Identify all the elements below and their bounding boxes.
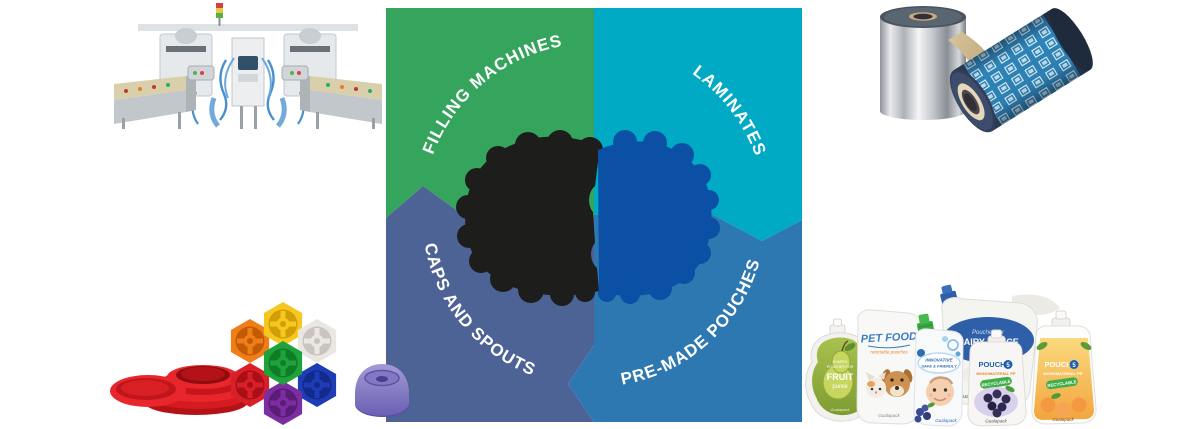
purple-dome-cap [355,364,409,417]
dairy-line1: Pouches for [972,330,1005,336]
berry-badge: RECYCLABLE [981,379,1011,388]
blue-hose [219,59,228,121]
fruit-title: FRUIT [827,372,854,382]
stack-light [218,18,221,26]
hex-cap-green [263,341,303,385]
fruit-line2: POUCHES FOR [827,365,854,369]
logo-right-half [598,130,720,304]
apricot-title: POUCH [1044,360,1071,369]
berry-line1: MONOMATERIAL PP [976,371,1016,376]
product-diagram: FILLING MACHINES LAMINATES CAPS AND SPOU… [386,8,802,422]
caps-and-spouts-photo [110,302,409,425]
laminate-rolls-photo [880,6,1093,133]
berry-title: POUCH [978,360,1005,369]
apricot-line1: MONOMATERIAL PP [1043,371,1083,376]
baby-face [926,376,954,406]
machine-screen [238,56,258,70]
baby-pouch: INNOVATIVE SAFE & FRIENDLY Gualapack [913,313,964,427]
apricot-pouch: POUCH 5 MONOMATERIAL PP RECYCLABLE Guala… [1031,310,1097,425]
apricot-number: 5 [1072,363,1076,369]
apricot-brand: Gualapack [1052,417,1074,422]
hex-cap-cluster [230,302,337,425]
printed-blue-roll [949,8,1093,133]
hex-cap-ivory [297,319,337,363]
fruit-brand: Gualapack [830,407,850,412]
pet-food-pouch: PET FOOD retortable pouches Gualapack [856,309,923,425]
right-conveyor-belt [310,76,382,100]
baby-line2: SAFE & FRIENDLY [921,364,957,369]
filling-machine-photo [114,3,382,129]
petfood-brand: Gualapack [878,413,900,418]
hex-cap-purple [263,381,303,425]
berry-number: 5 [1006,363,1010,369]
logo-left-half [456,130,603,306]
blackberry-pouch: POUCH 5 MONOMATERIAL PP RECYCLABLE Guala… [967,329,1027,427]
pouches-photo: Pouches for DAIRY SAUCE Gualapack POUCH … [805,284,1097,427]
fruit-line1: SHAPED [833,360,848,364]
gualapack-logo-mark [456,130,720,306]
baby-brand: Gualapack [935,418,957,423]
petfood-title: PET FOOD [860,331,917,346]
apricot-badge: RECYCLABLE [1047,379,1077,388]
silver-roll [880,17,966,112]
hex-cap-red [230,363,270,407]
machine-frame [138,24,358,31]
red-flip-cap [110,365,248,415]
hex-cap-yellow [263,302,303,346]
fruit-subtitle: puree [832,384,848,390]
berry-brand: Gualapack [985,419,1007,424]
hex-cap-orange [230,319,270,363]
left-conveyor-belt [114,76,186,100]
petfood-subtitle: retortable pouches [870,350,908,355]
baby-line1: INNOVATIVE [925,358,953,363]
pets-illustration [866,369,913,398]
hex-cap-blue [297,363,337,407]
